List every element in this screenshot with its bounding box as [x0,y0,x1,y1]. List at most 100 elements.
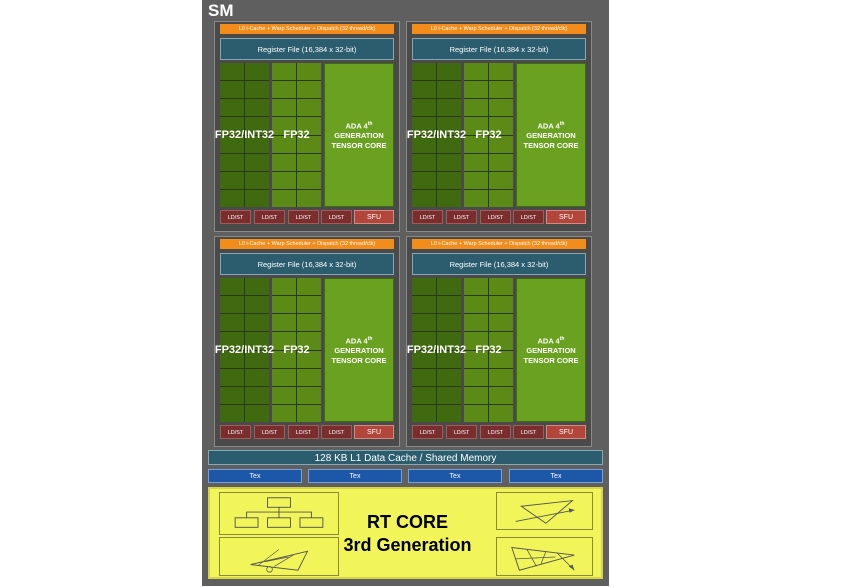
tensor-line2: GENERATION [526,346,576,355]
core-cell [489,332,513,350]
displaced-micromesh-icon [496,537,593,576]
core-cell [464,278,488,296]
processing-block-top-right: L0 i-Cache + Warp Scheduler + Dispatch (… [406,21,592,232]
core-cell [272,314,296,332]
core-cell [489,350,513,368]
tensor-line3: TENSOR CORE [523,355,579,365]
core-cell [412,63,436,81]
core-cell [272,117,296,135]
sfu-unit: SFU [546,210,586,224]
ldst-unit: LD/ST [254,210,285,224]
core-cell [245,153,269,171]
core-cell [245,404,269,422]
warp-scheduler-bar: L0 i-Cache + Warp Scheduler + Dispatch (… [412,239,586,249]
core-cell [437,404,461,422]
core-cell [272,350,296,368]
core-cell [464,99,488,117]
core-cell [489,386,513,404]
micromap-icon [219,537,339,576]
sfu-unit: SFU [354,425,394,439]
core-cell [489,63,513,81]
ldst-unit: LD/ST [480,210,511,224]
core-cell [297,81,321,99]
core-cell [464,350,488,368]
core-cell [412,296,436,314]
core-cell [272,404,296,422]
core-cell [245,135,269,153]
ldst-unit: LD/ST [220,425,251,439]
bvh-tree-icon [219,492,339,535]
ldst-unit: LD/ST [446,210,477,224]
warp-scheduler-bar: L0 i-Cache + Warp Scheduler + Dispatch (… [220,24,394,34]
core-cell [245,368,269,386]
core-cell [437,99,461,117]
processing-block-top-left: L0 i-Cache + Warp Scheduler + Dispatch (… [214,21,400,232]
fp32-int32-unit-grid [220,278,269,422]
core-cell [489,81,513,99]
core-cell [297,314,321,332]
core-cell [297,99,321,117]
core-cell [412,314,436,332]
core-cell [297,278,321,296]
ldst-unit: LD/ST [513,210,544,224]
core-cell [437,368,461,386]
core-cell [437,189,461,207]
rt-core: RT CORE 3rd Generation [208,487,603,579]
core-cell [245,314,269,332]
tensor-line1: ADA 4 [345,121,368,131]
ldst-unit: LD/ST [412,425,443,439]
tensor-line3: TENSOR CORE [331,140,387,150]
core-cell [220,117,244,135]
core-cell [297,404,321,422]
core-cell [245,189,269,207]
core-cell [437,171,461,189]
core-cell [272,296,296,314]
fp32-unit-grid [464,63,513,207]
core-cell [412,99,436,117]
rt-core-line2: 3rd Generation [343,535,472,555]
core-cell [464,332,488,350]
tensor-line1: ADA 4 [345,336,368,346]
warp-scheduler-bar: L0 i-Cache + Warp Scheduler + Dispatch (… [220,239,394,249]
core-cell [464,368,488,386]
core-cell [297,117,321,135]
register-file: Register File (16,384 x 32-bit) [412,38,586,60]
core-cell [220,189,244,207]
core-cell [245,296,269,314]
core-cell [437,135,461,153]
core-cell [489,171,513,189]
core-cell [220,278,244,296]
core-cell [464,314,488,332]
core-cell [220,63,244,81]
core-cell [437,153,461,171]
core-cell [297,368,321,386]
tex-unit: Tex [308,469,402,483]
core-cell [245,278,269,296]
core-cell [437,278,461,296]
core-cell [464,153,488,171]
core-cell [272,135,296,153]
ldst-unit: LD/ST [412,210,443,224]
core-cell [489,153,513,171]
core-cell [272,171,296,189]
core-cell [272,278,296,296]
ray-triangle-icon [496,492,593,530]
core-cell [220,332,244,350]
tex-unit: Tex [509,469,603,483]
core-cell [245,117,269,135]
core-cell [297,171,321,189]
core-cell [489,404,513,422]
core-cell [220,153,244,171]
tensor-sup: th [367,121,373,127]
register-file: Register File (16,384 x 32-bit) [412,253,586,275]
core-cell [220,386,244,404]
core-cell [220,81,244,99]
sm-title: SM [208,1,234,20]
core-cell [437,81,461,99]
fp32-unit-grid [272,63,321,207]
tensor-line2: GENERATION [334,346,384,355]
ldst-unit: LD/ST [480,425,511,439]
